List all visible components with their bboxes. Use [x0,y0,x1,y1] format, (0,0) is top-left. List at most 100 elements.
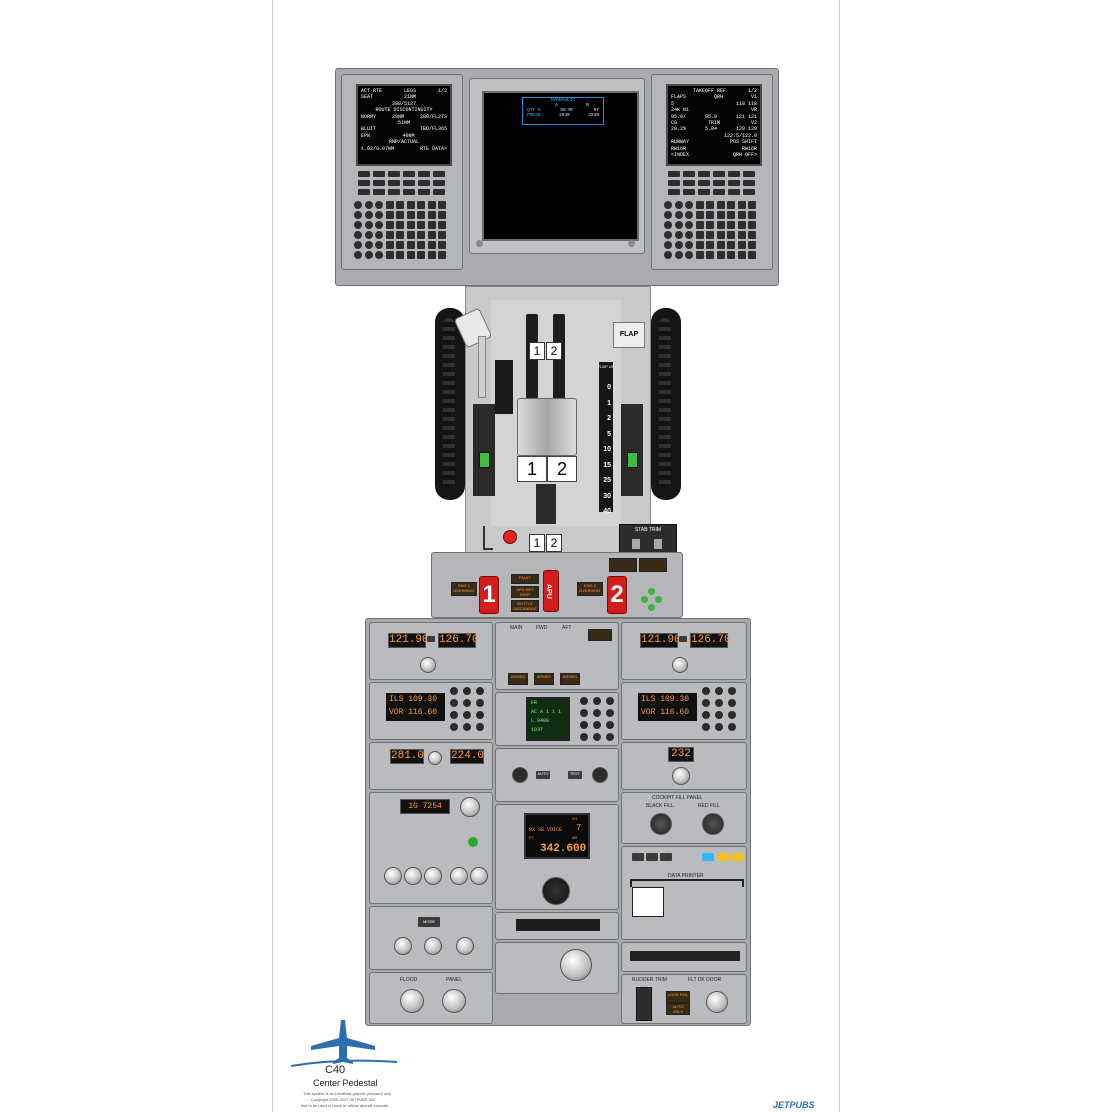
keypad-button[interactable] [606,709,614,717]
start-lever-2[interactable]: 2 [546,534,562,552]
cdu-alpha-key[interactable] [364,251,373,259]
cdu-alpha-key[interactable] [674,201,683,209]
cdu-alpha-key[interactable] [406,241,415,249]
cdu-alpha-key[interactable] [706,231,714,239]
keypad-button[interactable] [702,723,710,731]
cdu-right-keypad[interactable] [664,171,764,267]
keypad-button[interactable] [580,721,588,729]
keypad-button[interactable] [476,687,484,695]
door-knob[interactable] [706,991,728,1013]
stab-trim-switch-left[interactable] [479,452,490,468]
cdu-alpha-key[interactable] [727,231,735,239]
cdu-function-key[interactable] [358,189,370,195]
audio-selector-knob[interactable] [560,949,592,981]
cdu-alpha-key[interactable] [716,241,725,249]
cdu-alpha-key[interactable] [695,201,704,209]
cdu-alpha-key[interactable] [417,201,425,209]
cdu-alpha-key[interactable] [748,211,756,219]
cdu-alpha-key[interactable] [406,231,415,239]
keypad-button[interactable] [606,697,614,705]
cdu-alpha-key[interactable] [385,251,394,259]
xpdr-right-knob[interactable] [672,767,690,785]
keypad-button[interactable] [580,733,588,741]
cdu-alpha-key[interactable] [354,211,362,219]
cdu-alpha-key[interactable] [427,251,436,259]
stab-trim-cutout-switch-1[interactable] [632,539,640,549]
cdu-alpha-key[interactable] [427,211,436,219]
printer-handle[interactable] [630,879,744,887]
keypad-button[interactable] [450,687,458,695]
cdu-alpha-key[interactable] [748,231,756,239]
audio-knob-4[interactable] [424,867,442,885]
cdu-alpha-key[interactable] [396,211,404,219]
xpdr-knob-1[interactable] [512,767,528,783]
vhf-left-tune-knob[interactable] [420,657,436,673]
keypad-button[interactable] [702,711,710,719]
cdu-alpha-key[interactable] [427,241,436,249]
cdu-function-key[interactable] [683,180,695,186]
keypad-button[interactable] [606,733,614,741]
cdu-alpha-key[interactable] [695,231,704,239]
cdu-alpha-key[interactable] [674,221,683,229]
cdu-function-key[interactable] [358,180,370,186]
cdu-alpha-key[interactable] [385,231,394,239]
keypad-button[interactable] [728,711,736,719]
cdu-alpha-key[interactable] [716,251,725,259]
printer-button-2[interactable] [646,853,658,861]
cdu-function-key[interactable] [743,189,755,195]
keypad-button[interactable] [450,699,458,707]
stab-trim-cutout-switch-2[interactable] [654,539,662,549]
keypad-button[interactable] [702,687,710,695]
cdu-function-key[interactable] [698,180,710,186]
printer-button-1[interactable] [632,853,644,861]
wx-knob-3[interactable] [456,937,474,955]
cdu-alpha-key[interactable] [354,221,362,229]
cdu-alpha-key[interactable] [695,241,704,249]
cdu-function-key[interactable] [388,171,400,177]
cdu-alpha-key[interactable] [364,231,373,239]
cdu-alpha-key[interactable] [385,221,394,229]
eng-1-fire-handle[interactable]: 1 [479,576,499,614]
cdu-alpha-key[interactable] [364,241,373,249]
cdu-alpha-key[interactable] [674,251,683,259]
cdu-function-key[interactable] [668,189,680,195]
cdu-function-key[interactable] [373,180,385,186]
keypad-button[interactable] [476,711,484,719]
cdu-alpha-key[interactable] [427,221,436,229]
keypad-button[interactable] [728,699,736,707]
vhf-left-transfer-button[interactable] [427,636,435,642]
cdu-alpha-key[interactable] [716,201,725,209]
keypad-button[interactable] [450,711,458,719]
cdu-alpha-key[interactable] [417,251,425,259]
cdu-function-key[interactable] [418,189,430,195]
cdu-function-key[interactable] [388,180,400,186]
cdu-alpha-key[interactable] [685,211,693,219]
keypad-button[interactable] [728,723,736,731]
keypad-button[interactable] [476,723,484,731]
cdu-function-key[interactable] [698,189,710,195]
cdu-alpha-key[interactable] [737,231,746,239]
cdu-alpha-key[interactable] [375,241,383,249]
cdu-alpha-key[interactable] [427,201,436,209]
keypad-button[interactable] [715,723,723,731]
cdu-alpha-key[interactable] [438,211,446,219]
cdu-alpha-key[interactable] [417,221,425,229]
audio-knob-5[interactable] [450,867,468,885]
hf-freq-knob[interactable] [542,877,570,905]
cdu-alpha-key[interactable] [695,221,704,229]
keypad-button[interactable] [463,687,471,695]
apu-fire-handle[interactable]: APU [543,570,559,612]
cdu-function-key[interactable] [713,171,725,177]
mode-button[interactable]: MODE [418,917,440,927]
cdu-function-key[interactable] [433,189,445,195]
cdu-alpha-key[interactable] [737,241,746,249]
wx-knob-1[interactable] [394,937,412,955]
xpdr-auto-button[interactable]: AUTO [536,771,550,779]
cdu-alpha-key[interactable] [664,241,672,249]
nav-right-keypad[interactable] [702,687,742,737]
keypad-button[interactable] [715,687,723,695]
cdu-alpha-key[interactable] [438,241,446,249]
cdu-alpha-key[interactable] [396,231,404,239]
cdu-alpha-key[interactable] [685,231,693,239]
reverse-lever-2[interactable]: 2 [547,456,577,482]
